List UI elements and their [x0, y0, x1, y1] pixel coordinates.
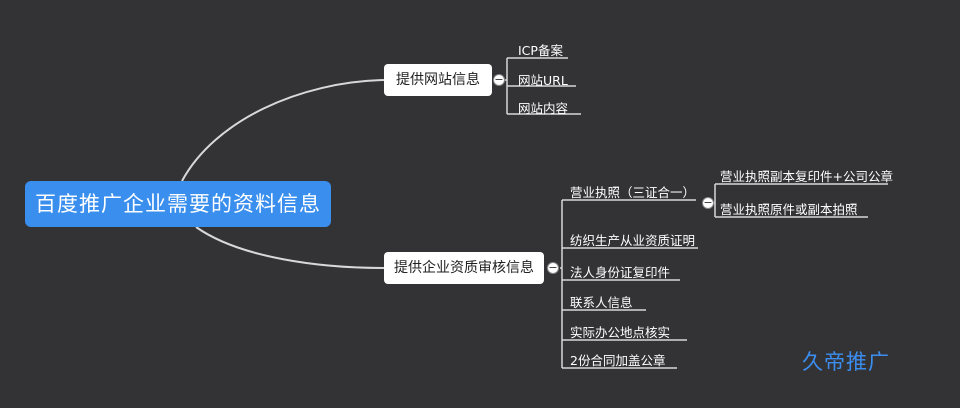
leaf-office-verify[interactable]: 实际办公地点核实	[570, 325, 671, 340]
leaf-textile-qualification[interactable]: 纺织生产从业资质证明	[570, 233, 696, 248]
leaf-website-url[interactable]: 网站URL	[518, 73, 568, 88]
watermark-text: 久帝推广	[802, 350, 890, 374]
connector-root-branch2	[195, 226, 385, 269]
bracket-branch1	[504, 58, 508, 114]
collapse-toggle-icon[interactable]: −	[702, 196, 714, 209]
branch-website-info[interactable]: 提供网站信息	[384, 64, 492, 96]
leaf-business-license[interactable]: 营业执照（三证合一）	[570, 185, 696, 200]
bracket-branch2	[560, 200, 563, 368]
root-topic[interactable]: 百度推广企业需要的资料信息	[25, 181, 331, 227]
connector-root-branch1	[181, 79, 385, 182]
collapse-toggle-icon[interactable]: −	[547, 261, 559, 274]
branch-qualification-info[interactable]: 提供企业资质审核信息	[384, 252, 544, 284]
leaf-contact-info[interactable]: 联系人信息	[570, 295, 633, 310]
leaf-contracts[interactable]: 2份合同加盖公章	[570, 353, 666, 368]
leaf-license-copy[interactable]: 营业执照副本复印件+公司公章	[720, 169, 893, 184]
collapse-toggle-icon[interactable]: −	[493, 73, 505, 86]
leaf-website-content[interactable]: 网站内容	[518, 101, 569, 116]
leaf-icp[interactable]: ICP备案	[518, 43, 563, 58]
leaf-legal-id[interactable]: 法人身份证复印件	[570, 265, 671, 280]
leaf-license-photo[interactable]: 营业执照原件或副本拍照	[720, 202, 858, 217]
